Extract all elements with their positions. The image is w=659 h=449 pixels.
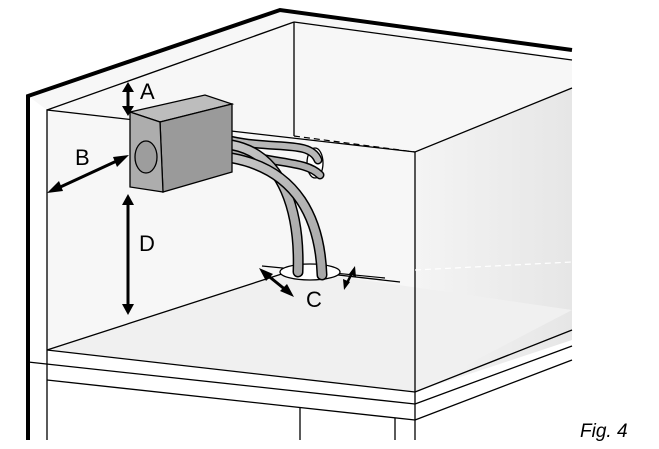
label-a: A [140, 79, 155, 104]
dimension-c-height-arrow [343, 266, 356, 290]
figure-caption: Fig. 4 [580, 421, 628, 442]
control-box [127, 94, 235, 193]
dimension-b-arrow [47, 155, 129, 193]
cabinet-outline [26, 7, 573, 440]
dimension-c-arrow [259, 268, 294, 297]
dimension-d-arrow [122, 194, 134, 315]
cabinet-floor [47, 270, 572, 392]
connection-pipes [225, 135, 328, 281]
label-b: B [75, 145, 90, 170]
label-c: C [306, 287, 322, 312]
control-box-port [134, 140, 158, 174]
dimension-a-arrow [122, 82, 134, 116]
label-d: D [139, 231, 155, 256]
